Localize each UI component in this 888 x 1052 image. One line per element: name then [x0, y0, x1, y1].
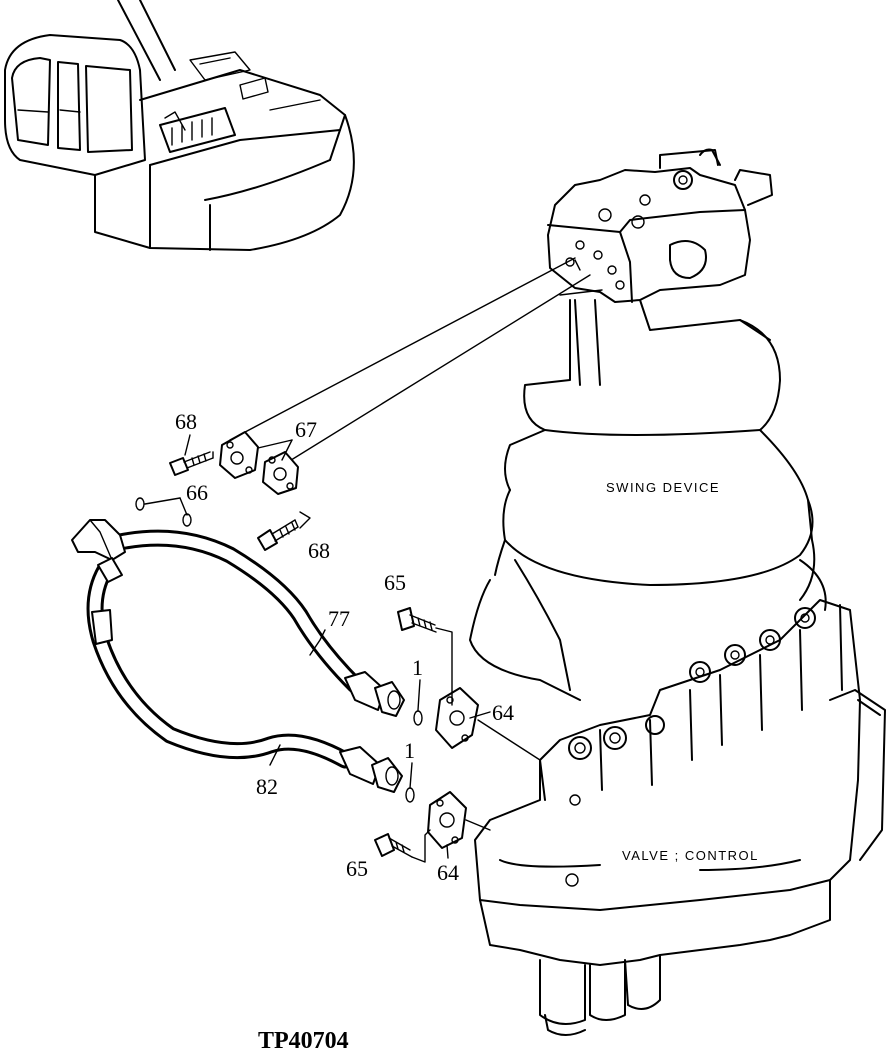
pilot-lines	[229, 257, 603, 471]
o-rings-66	[135, 497, 192, 527]
callout-68: 68	[308, 538, 330, 563]
hose-82	[86, 561, 403, 793]
callout-65: 65	[384, 570, 406, 595]
callout-82: 82	[256, 774, 278, 799]
callout-68: 68	[175, 409, 197, 434]
leader-lines	[144, 434, 491, 859]
swing-device	[469, 148, 827, 701]
callout-77: 77	[328, 606, 350, 631]
callout-1: 1	[412, 655, 423, 680]
bolt-68-lower	[257, 519, 299, 551]
flange-64-upper	[435, 687, 541, 761]
callout-66: 66	[186, 480, 208, 505]
callout-65: 65	[346, 856, 368, 881]
control-valve	[474, 599, 886, 1036]
hose-77	[111, 529, 405, 717]
excavator-inset	[4, 0, 355, 251]
split-flange-67	[219, 431, 299, 495]
callout-numbers: 68 67 66 68 65 77 1 64 1 82 65 64	[175, 409, 514, 885]
callout-64: 64	[492, 700, 514, 725]
control-valve-label: VALVE ; CONTROL	[622, 848, 759, 863]
bolt-68-upper	[169, 451, 214, 476]
bolt-65-upper	[397, 607, 453, 706]
flange-64-lower	[427, 791, 491, 849]
figure-id: TP40704	[258, 1028, 349, 1052]
bolt-65-lower	[374, 829, 431, 863]
callout-67: 67	[295, 417, 317, 442]
swing-device-label: SWING DEVICE	[606, 480, 720, 495]
elbow-fitting	[71, 519, 126, 583]
callout-1: 1	[404, 738, 415, 763]
callout-64: 64	[437, 860, 459, 885]
